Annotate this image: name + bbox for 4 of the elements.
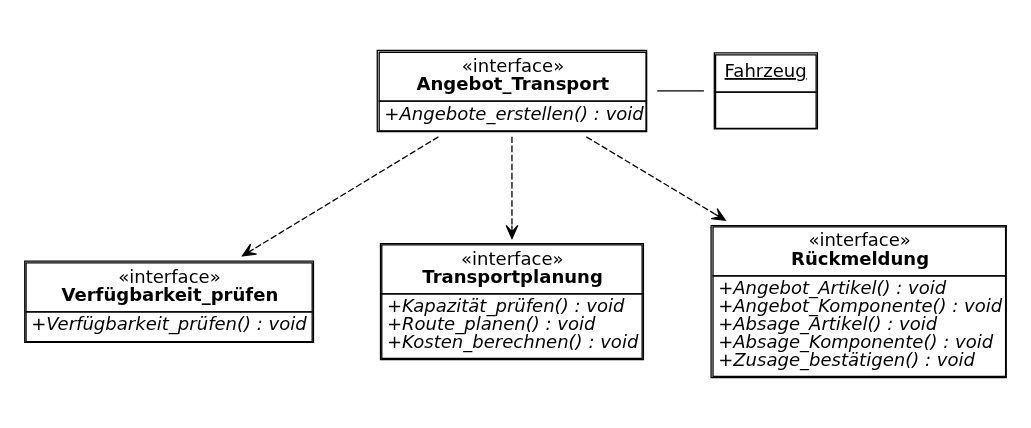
arrow [585,136,726,221]
connector [656,90,705,92]
arrow [505,136,519,240]
arrow [241,136,440,257]
